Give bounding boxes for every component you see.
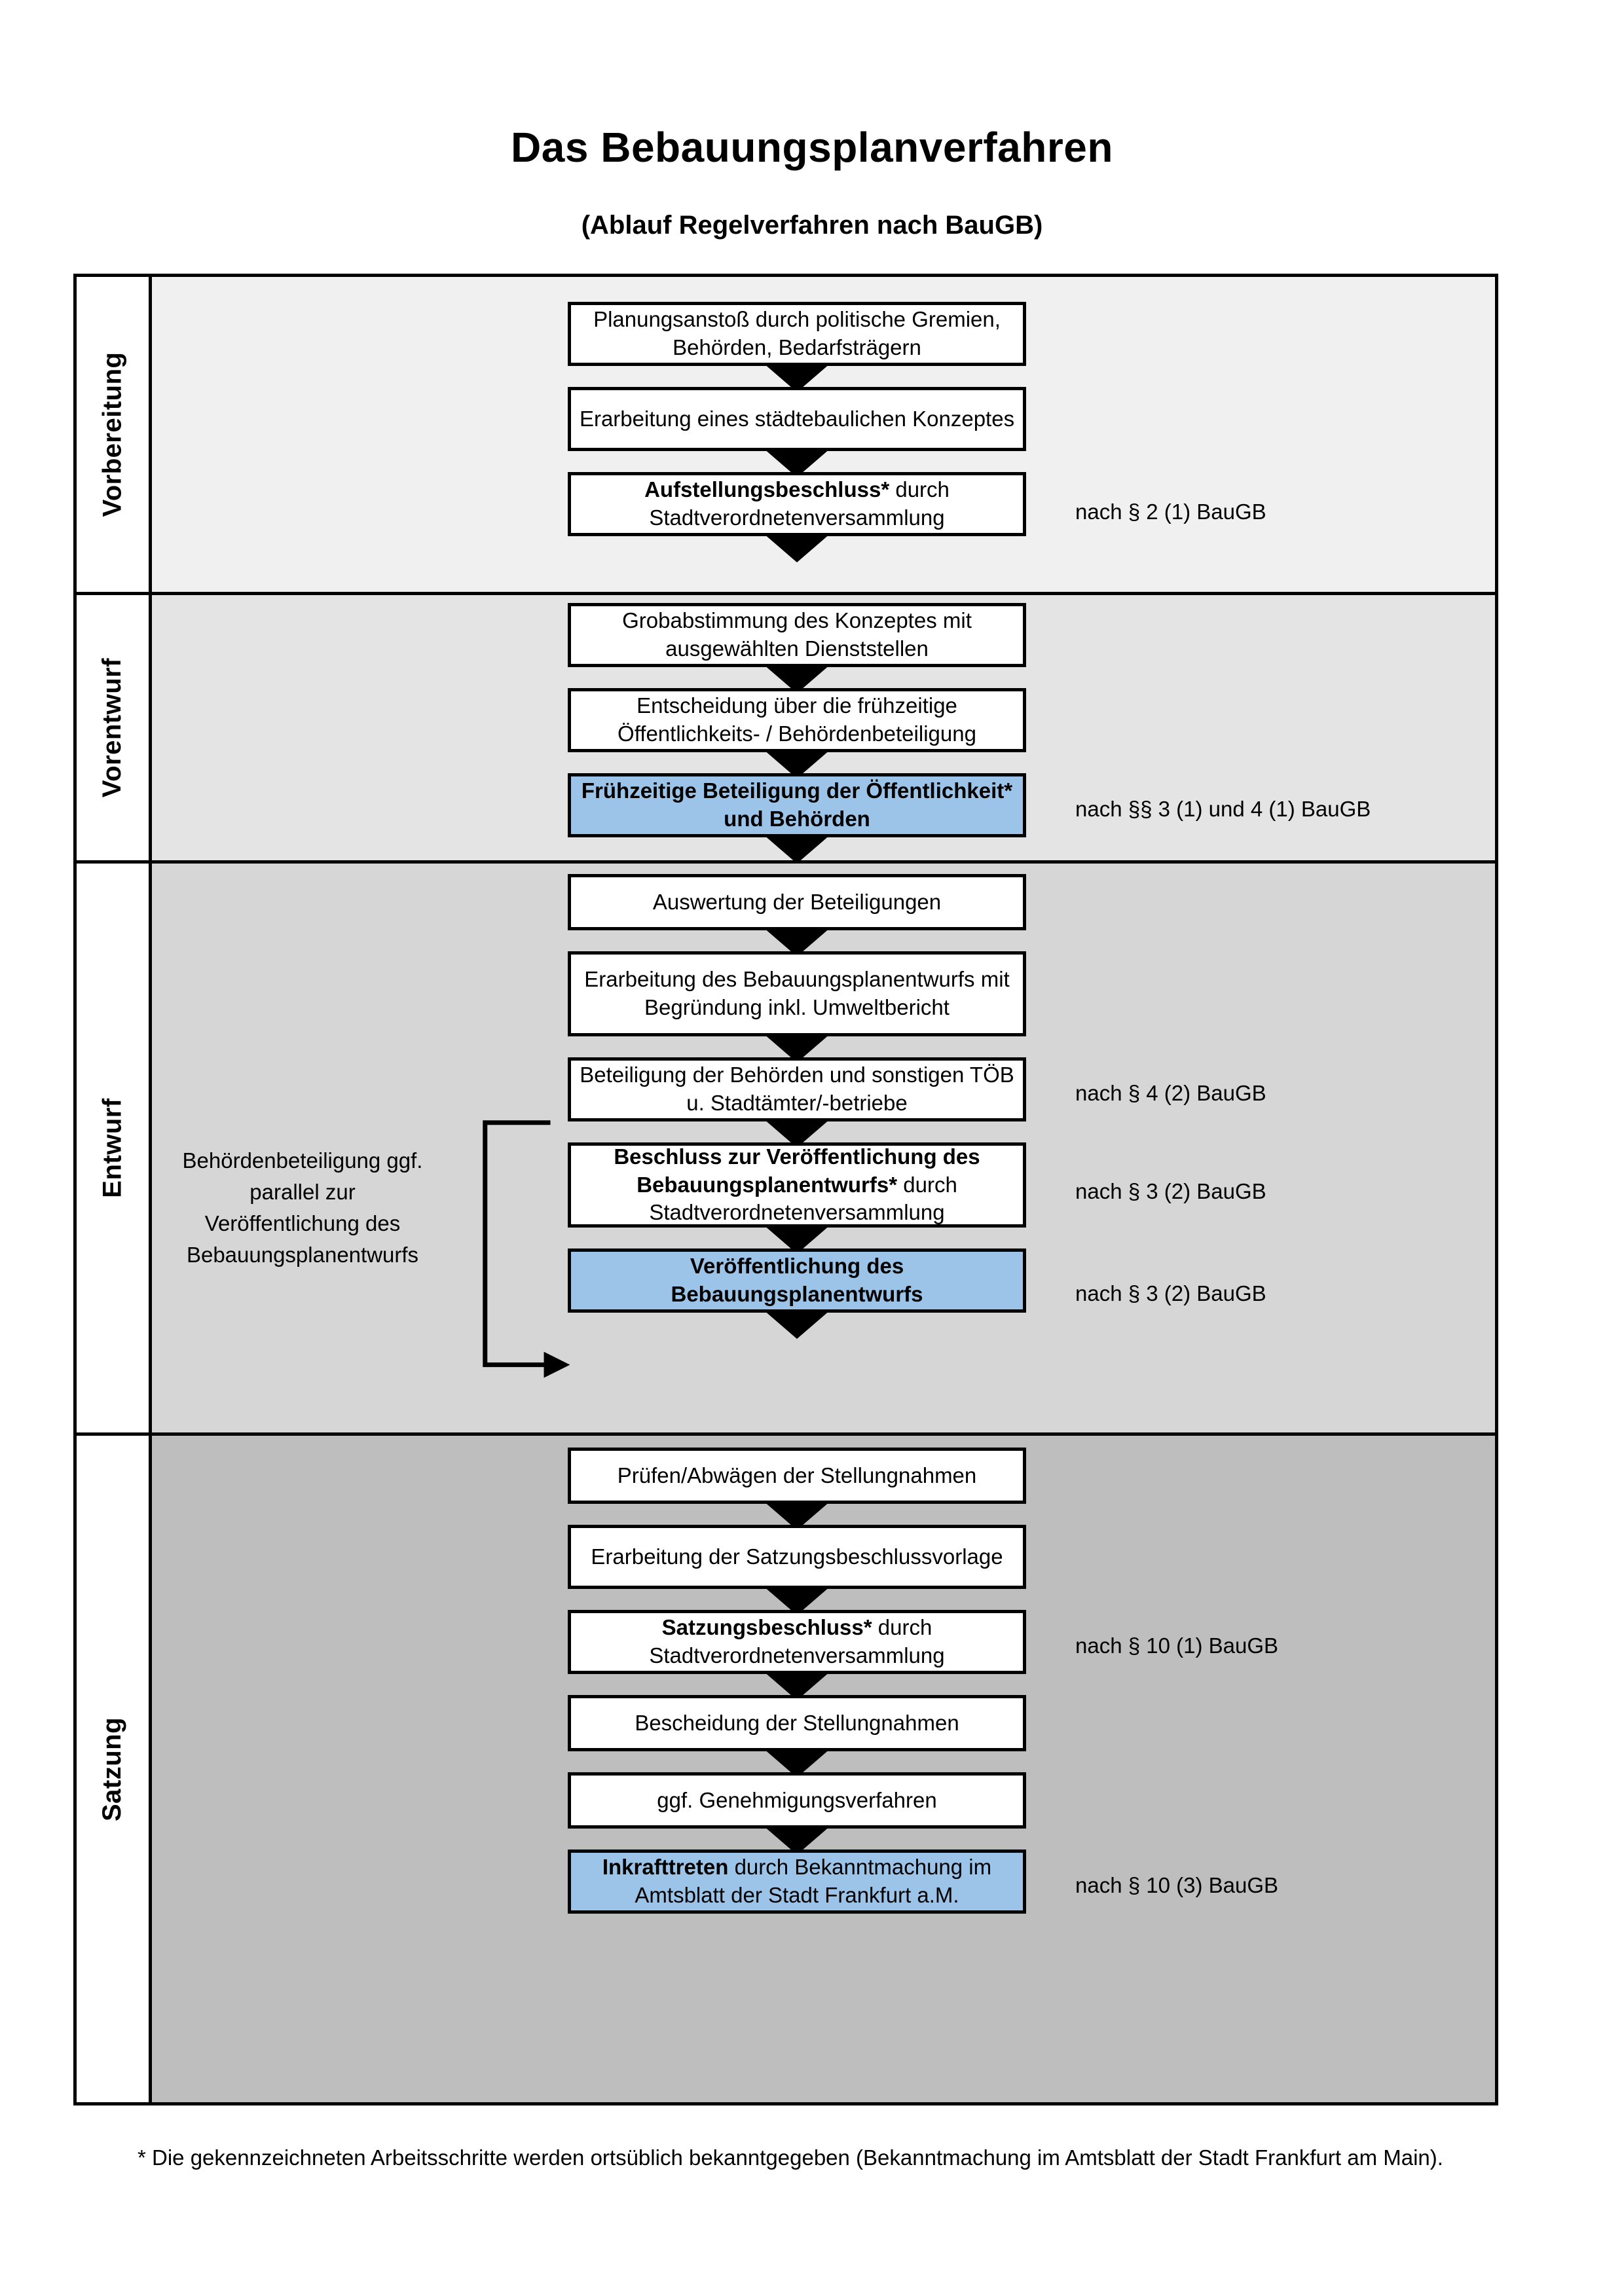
step-box[interactable]: Satzungsbeschluss* durch Stadtverordnete… (568, 1610, 1026, 1674)
step-rest: Stadtverordnetenversammlung (649, 1643, 945, 1667)
step-text: Erarbeitung eines städtebaulichen Konzep… (579, 406, 1015, 431)
legal-reference: nach § 3 (2) BauGB (1075, 1281, 1266, 1305)
step-box[interactable]: Bescheidung der Stellungnahmen (568, 1695, 1026, 1751)
step-text: Veröffentlichung des Bebauungsplanentwur… (671, 1254, 923, 1306)
legal-reference: nach § 2 (1) BauGB (1075, 500, 1266, 524)
down-arrow-icon (764, 1310, 830, 1339)
legal-reference: nach § 4 (2) BauGB (1075, 1081, 1266, 1105)
step-mid: durch (872, 1615, 932, 1640)
footnote: * Die gekennzeichneten Arbeitsschritte w… (138, 2145, 1443, 2170)
phase-label-text: Entwurf (98, 1098, 127, 1198)
step-box-highlight[interactable]: Frühzeitige Beteiligung der Öffentlichke… (568, 773, 1026, 837)
step-text: Entscheidung über die frühzeitige Öffent… (618, 693, 976, 746)
step-box[interactable]: Planungsanstoß durch politische Gremien,… (568, 302, 1026, 366)
step-rest: Stadtverordnetenversammlung (649, 1200, 945, 1225)
step-box-highlight[interactable]: Veröffentlichung des Bebauungsplanentwur… (568, 1248, 1026, 1313)
step-rest: durch Bekanntmachung im Amtsblatt der St… (635, 1855, 992, 1907)
step-text: Frühzeitige Beteiligung der Öffentlichke… (581, 778, 1013, 831)
legal-reference: nach §§ 3 (1) und 4 (1) BauGB (1075, 797, 1371, 821)
step-bold-prefix: Inkrafttreten (602, 1855, 729, 1880)
step-bold-prefix: Aufstellungsbeschluss* (644, 477, 890, 502)
legal-reference: nach § 10 (1) BauGB (1075, 1633, 1279, 1658)
phase-body-entwurf: Behördenbeteiligung ggf. parallel zur Ve… (152, 864, 1495, 1432)
step-text: Erarbeitung der Satzungsbeschlussvorlage (591, 1544, 1003, 1569)
phase-label-text: Vorentwurf (98, 657, 127, 798)
step-mid (728, 1855, 734, 1879)
flowchart-frame: Vorbereitung Planungsanstoß durch politi… (73, 274, 1498, 2105)
phase-label-vorentwurf: Vorentwurf (77, 595, 152, 860)
step-mid: durch (897, 1172, 957, 1197)
step-box[interactable]: Beschluss zur Veröffentlichung des Bebau… (568, 1142, 1026, 1228)
step-text: Grobabstimmung des Konzeptes mit ausgewä… (622, 608, 972, 661)
step-text: Prüfen/Abwägen der Stellungnahmen (617, 1463, 977, 1487)
phase-entwurf: Entwurf Behördenbeteiligung ggf. paralle… (77, 864, 1495, 1436)
phase-label-entwurf: Entwurf (77, 864, 152, 1432)
step-text: Bescheidung der Stellungnahmen (635, 1710, 959, 1735)
step-box[interactable]: Erarbeitung des Bebauungsplanentwurfs mi… (568, 951, 1026, 1036)
step-box[interactable]: Erarbeitung eines städtebaulichen Konzep… (568, 387, 1026, 451)
step-text: Erarbeitung des Bebauungsplanentwurfs mi… (584, 967, 1010, 1019)
phase-vorbereitung: Vorbereitung Planungsanstoß durch politi… (77, 277, 1495, 595)
step-box[interactable]: Entscheidung über die frühzeitige Öffent… (568, 688, 1026, 752)
legal-reference: nach § 3 (2) BauGB (1075, 1179, 1266, 1203)
phase-label-satzung: Satzung (77, 1436, 152, 2102)
legal-reference: nach § 10 (3) BauGB (1075, 1873, 1279, 1897)
step-box[interactable]: Grobabstimmung des Konzeptes mit ausgewä… (568, 603, 1026, 667)
step-box[interactable]: ggf. Genehmigungsverfahren (568, 1772, 1026, 1829)
step-text: Inkrafttreten durch Bekanntmachung im Am… (578, 1853, 1016, 1910)
step-text: ggf. Genehmigungsverfahren (657, 1787, 937, 1812)
step-box[interactable]: Aufstellungsbeschluss* durch Stadtverord… (568, 472, 1026, 536)
phase-body-satzung: Prüfen/Abwägen der Stellungnahmen Erarbe… (152, 1436, 1495, 2102)
phase-label-text: Satzung (98, 1717, 127, 1821)
phase-satzung: Satzung Prüfen/Abwägen der Stellungnahme… (77, 1436, 1495, 2102)
step-box[interactable]: Erarbeitung der Satzungsbeschlussvorlage (568, 1525, 1026, 1589)
step-box-highlight[interactable]: Inkrafttreten durch Bekanntmachung im Am… (568, 1850, 1026, 1914)
step-box[interactable]: Auswertung der Beteiligungen (568, 874, 1026, 930)
phase-vorentwurf: Vorentwurf Grobabstimmung des Konzeptes … (77, 595, 1495, 864)
step-text: Auswertung der Beteiligungen (652, 889, 942, 914)
page-subtitle: (Ablauf Regelverfahren nach BauGB) (581, 211, 1043, 240)
page-title: Das Bebauungsplanverfahren (511, 124, 1113, 171)
step-text: Planungsanstoß durch politische Gremien,… (593, 307, 1001, 359)
phase-body-vorentwurf: Grobabstimmung des Konzeptes mit ausgewä… (152, 595, 1495, 864)
step-text: Beteiligung der Behörden und sonstigen T… (580, 1063, 1014, 1115)
step-bold-prefix: Satzungsbeschluss* (661, 1615, 872, 1640)
step-text: Aufstellungsbeschluss* durch Stadtverord… (578, 476, 1016, 532)
side-annotation: Behördenbeteiligung ggf. parallel zur Ve… (182, 1148, 423, 1267)
step-text: Satzungsbeschluss* durch Stadtverordnete… (578, 1614, 1016, 1670)
step-text: Beschluss zur Veröffentlichung des Bebau… (578, 1143, 1016, 1228)
phase-body-vorbereitung: Planungsanstoß durch politische Gremien,… (152, 277, 1495, 592)
down-arrow-icon (764, 835, 830, 864)
step-box[interactable]: Prüfen/Abwägen der Stellungnahmen (568, 1448, 1026, 1504)
down-arrow-icon (764, 534, 830, 562)
step-mid: durch (889, 477, 950, 502)
phase-label-text: Vorbereitung (98, 352, 127, 517)
phase-label-vorbereitung: Vorbereitung (77, 277, 152, 592)
step-bold-prefix: Beschluss zur Veröffentlichung des Bebau… (614, 1144, 980, 1197)
step-box[interactable]: Beteiligung der Behörden und sonstigen T… (568, 1057, 1026, 1121)
step-rest: Stadtverordnetenversammlung (649, 505, 945, 530)
